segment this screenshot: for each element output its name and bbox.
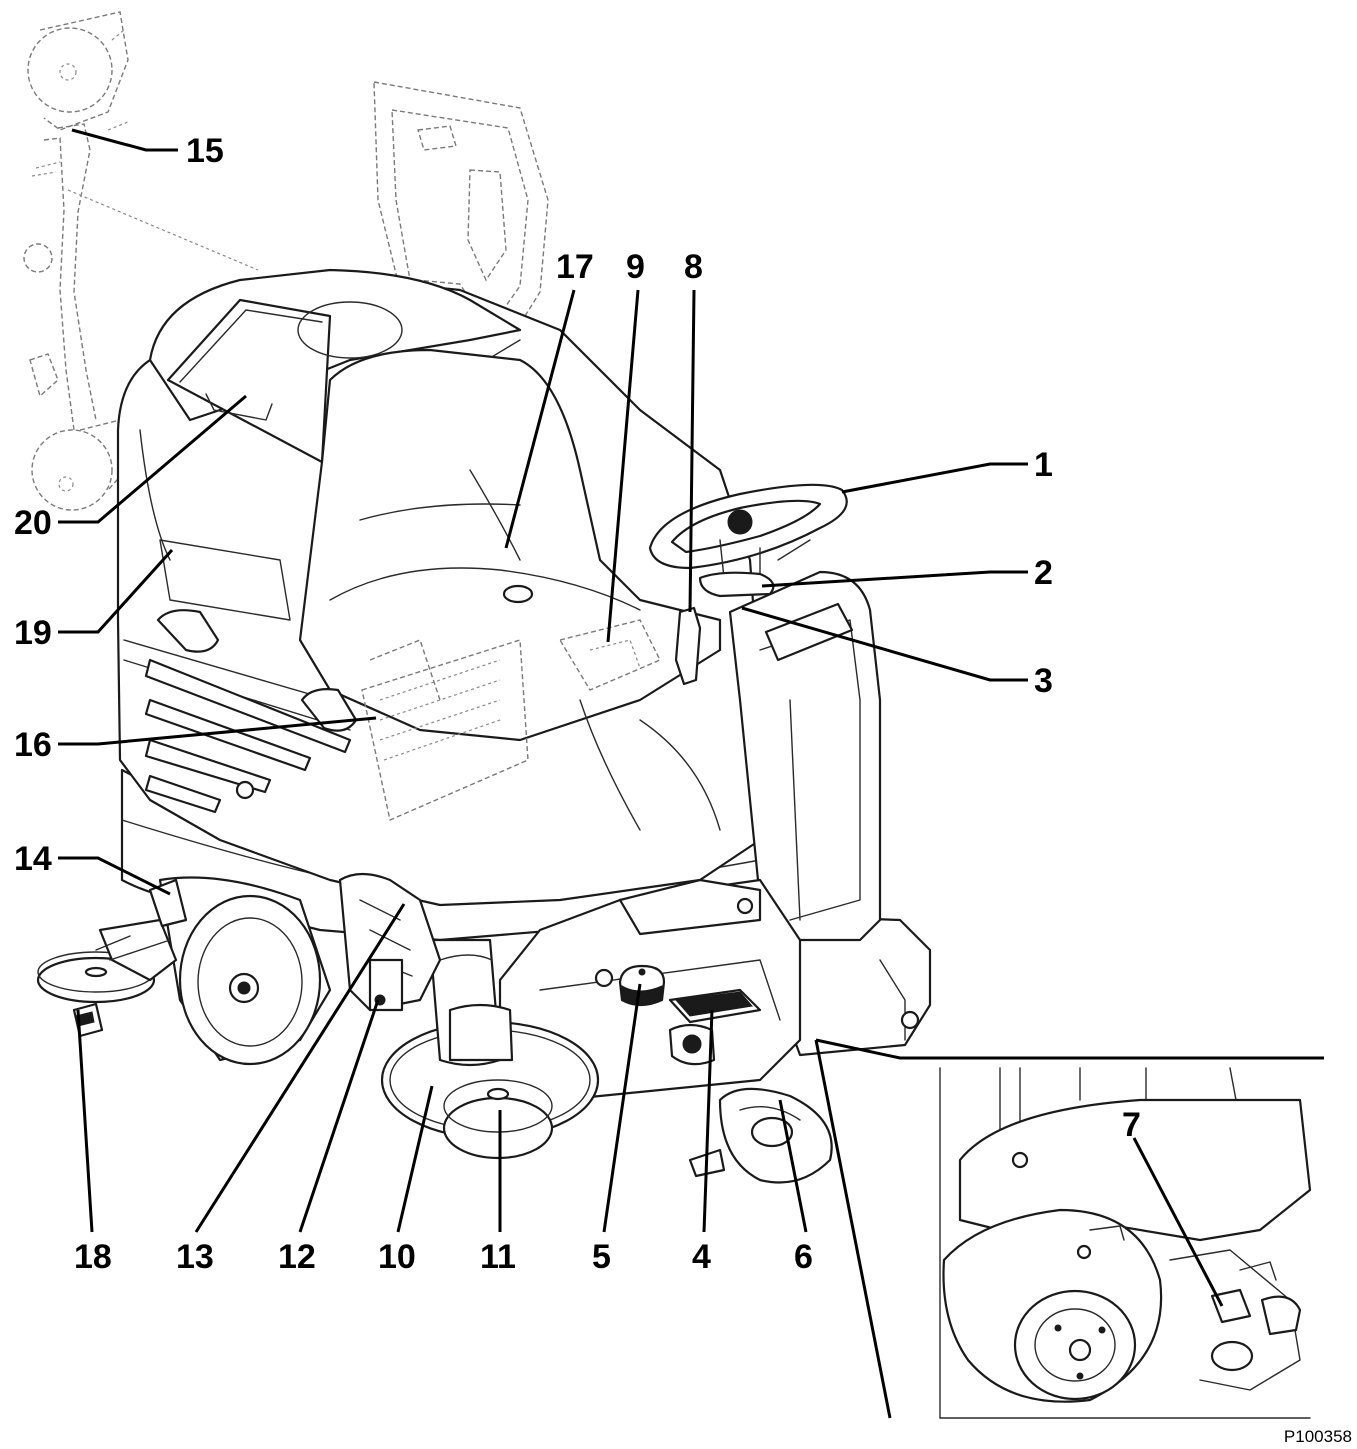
callout-14: 14 — [14, 840, 52, 878]
rear-wheel — [158, 872, 442, 1066]
callout-2: 2 — [1034, 554, 1053, 592]
callout-9: 9 — [626, 248, 645, 286]
callout-labels: 1 2 3 4 5 6 7 8 9 10 11 12 13 14 15 16 1… — [14, 132, 1141, 1276]
steering-wheel — [648, 483, 848, 598]
squeegee — [36, 878, 188, 1038]
steering-column — [728, 570, 882, 942]
callout-5: 5 — [592, 1238, 611, 1276]
callout-7: 7 — [1122, 1106, 1141, 1144]
callout-8: 8 — [684, 248, 703, 286]
callout-12: 12 — [278, 1238, 316, 1276]
callout-4: 4 — [692, 1238, 711, 1276]
callout-1: 1 — [1034, 446, 1053, 484]
callout-10: 10 — [378, 1238, 416, 1276]
figure-code: P100358 — [1284, 1427, 1352, 1446]
squeegee-assembly-ghost — [23, 11, 259, 511]
brush-deck — [380, 938, 600, 1160]
callout-11: 11 — [480, 1238, 516, 1276]
main-body — [116, 268, 762, 907]
callout-19: 19 — [14, 614, 52, 652]
callout-13: 13 — [176, 1238, 214, 1276]
inset-detail — [939, 1067, 1312, 1419]
callout-16: 16 — [14, 726, 52, 764]
callout-3: 3 — [1034, 662, 1053, 700]
front-wheel — [688, 1087, 833, 1184]
callout-17: 17 — [556, 248, 594, 286]
callout-20: 20 — [14, 504, 52, 542]
callout-15: 15 — [186, 132, 224, 170]
callout-6: 6 — [794, 1238, 813, 1276]
leader-lines — [58, 128, 1324, 1419]
callout-18: 18 — [74, 1238, 112, 1276]
